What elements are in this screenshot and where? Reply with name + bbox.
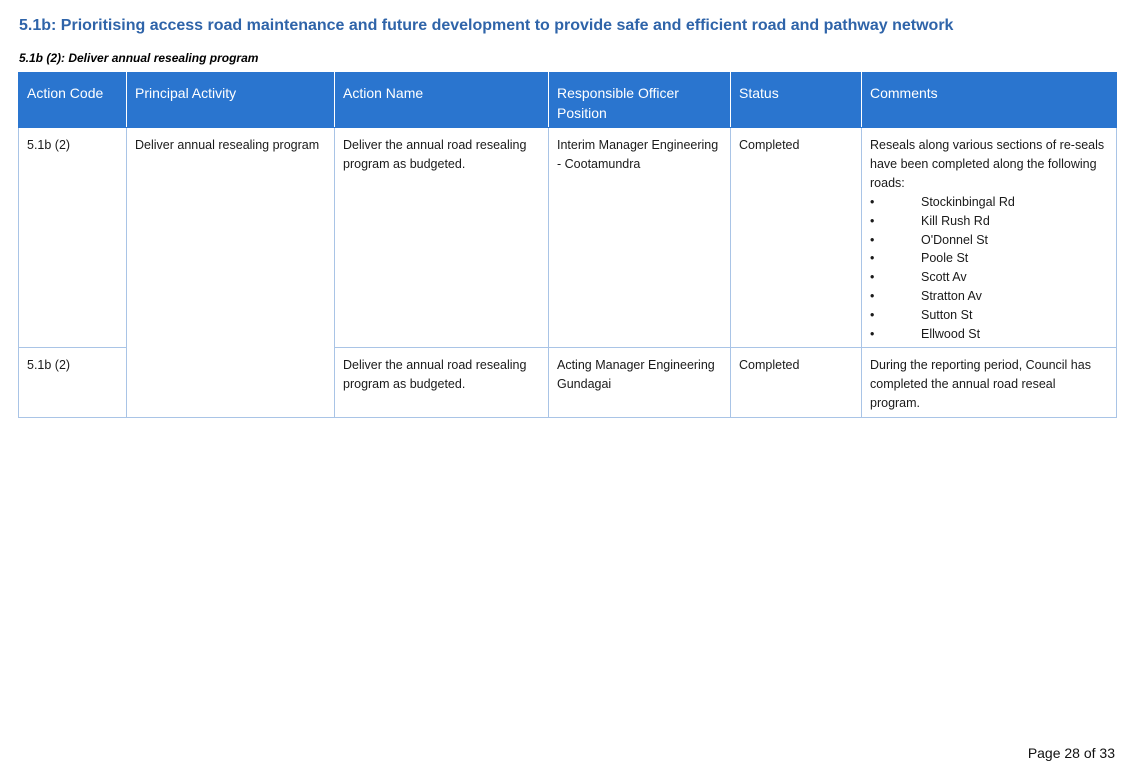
header-action-name: Action Name bbox=[334, 72, 549, 128]
actions-table: Action Code Principal Activity Action Na… bbox=[18, 72, 1117, 419]
bullet-icon: • bbox=[870, 288, 875, 303]
header-principal-activity: Principal Activity bbox=[126, 72, 335, 128]
header-action-code: Action Code bbox=[18, 72, 127, 128]
road-list-item: • Stratton Av bbox=[870, 287, 1108, 306]
action-name-cell: Deliver the annual road resealing progra… bbox=[334, 126, 549, 349]
header-status: Status bbox=[730, 72, 862, 128]
road-list-item: • Ellwood St bbox=[870, 325, 1108, 344]
action-code-cell: 5.1b (2) bbox=[18, 347, 127, 419]
status-cell: Completed bbox=[730, 126, 862, 349]
road-list-item: • Stockinbingal Rd bbox=[870, 193, 1108, 212]
road-name: Ellwood St bbox=[921, 326, 981, 341]
principal-activity-cell: Deliver annual resealing program bbox=[126, 126, 335, 419]
bullet-icon: • bbox=[870, 195, 875, 209]
bullet-icon: • bbox=[870, 270, 875, 285]
road-list-item: • Poole St bbox=[870, 249, 1108, 268]
bullet-icon: • bbox=[870, 232, 875, 247]
comments-cell: Reseals along various sections of re-sea… bbox=[861, 126, 1117, 349]
road-list: • Stockinbingal Rd • Kill Rush Rd • O'Donne… bbox=[870, 193, 1108, 343]
bullet-icon: • bbox=[870, 307, 875, 322]
responsible-officer-cell: Acting Manager Engineering Gundagai bbox=[548, 347, 731, 419]
road-name: Stockinbingal Rd bbox=[921, 195, 1015, 209]
table-row: 5.1b (2) Deliver the annual road reseali… bbox=[18, 347, 1117, 419]
road-name: Scott Av bbox=[921, 270, 967, 285]
road-name: Sutton St bbox=[921, 307, 973, 322]
sub-heading: 5.1b (2): Deliver annual resealing progr… bbox=[19, 51, 259, 65]
bullet-icon: • bbox=[870, 213, 875, 228]
bullet-icon: • bbox=[870, 251, 875, 266]
road-name: Stratton Av bbox=[921, 288, 982, 303]
responsible-officer-cell: Interim Manager Engineering - Cootamundr… bbox=[548, 126, 731, 349]
road-name: Poole St bbox=[921, 251, 969, 266]
header-responsible-officer: Responsible Officer Position bbox=[548, 72, 731, 128]
section-heading: 5.1b: Prioritising access road maintenan… bbox=[19, 17, 954, 34]
action-name-cell: Deliver the annual road resealing progra… bbox=[334, 347, 549, 419]
action-code-cell: 5.1b (2) bbox=[18, 126, 127, 349]
road-list-item: • Kill Rush Rd bbox=[870, 212, 1108, 231]
road-list-item: • O'Donnel St bbox=[870, 231, 1108, 250]
header-comments: Comments bbox=[861, 72, 1117, 128]
bullet-icon: • bbox=[870, 326, 875, 341]
comment-intro: Reseals along various sections of re-sea… bbox=[870, 138, 1105, 190]
table-header-row: Action Code Principal Activity Action Na… bbox=[18, 72, 1117, 128]
road-list-item: • Scott Av bbox=[870, 268, 1108, 287]
road-list-item: • Sutton St bbox=[870, 306, 1108, 325]
road-name: O'Donnel St bbox=[921, 232, 989, 247]
comments-cell: During the reporting period, Council has… bbox=[861, 347, 1117, 419]
table-row: 5.1b (2) Deliver annual resealing progra… bbox=[18, 126, 1117, 419]
status-cell: Completed bbox=[730, 347, 862, 419]
road-name: Kill Rush Rd bbox=[921, 213, 990, 228]
page-number: Page 28 of 33 bbox=[1027, 745, 1115, 761]
